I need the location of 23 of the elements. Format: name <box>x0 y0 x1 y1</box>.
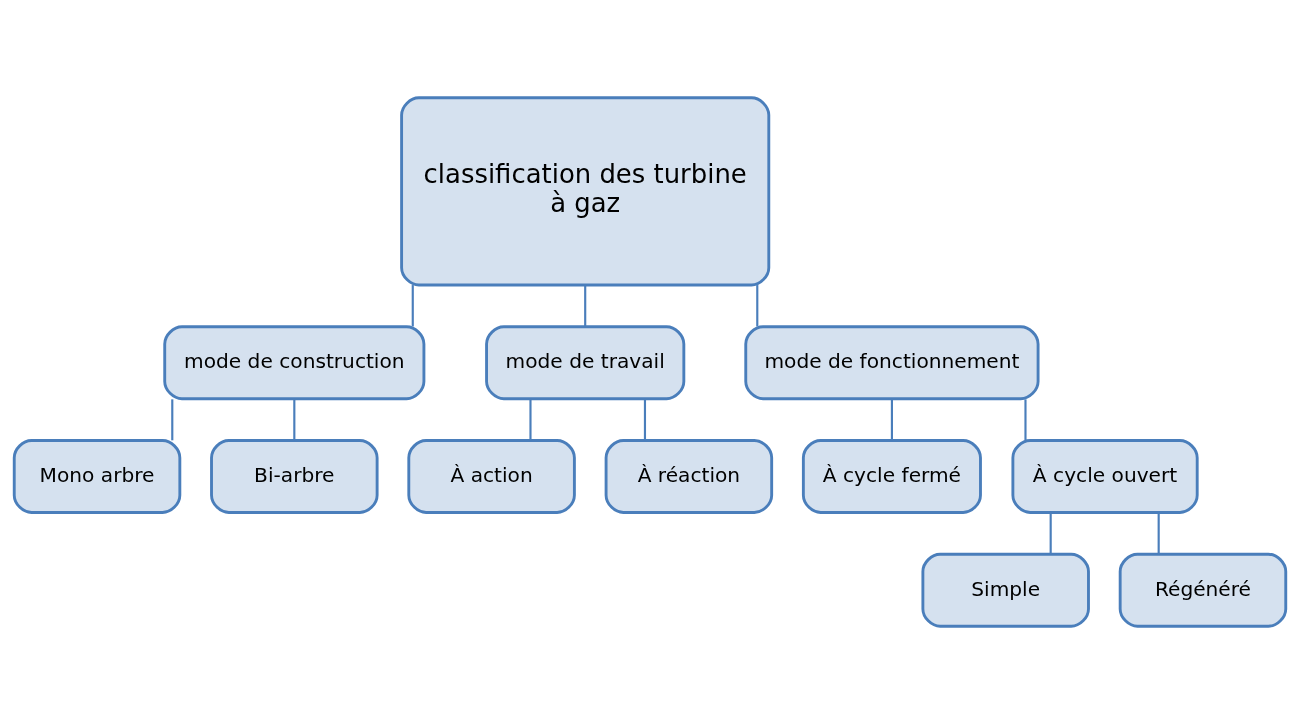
node-box: À action <box>407 439 576 514</box>
connector <box>411 285 414 327</box>
connector <box>1024 399 1027 441</box>
node-box: À cycle ouvert <box>1011 439 1199 514</box>
connector <box>643 399 647 441</box>
node-box: À réaction <box>604 439 774 514</box>
node-box: Bi-arbre <box>210 439 379 514</box>
node-box: mode de fonctionnement <box>744 325 1040 401</box>
node-box: Simple <box>921 552 1090 628</box>
connector <box>293 399 296 441</box>
connector <box>1157 513 1160 555</box>
node-box: mode de travail <box>485 325 686 401</box>
node-box: Mono arbre <box>12 439 182 514</box>
connector <box>171 399 174 441</box>
connector <box>529 399 532 441</box>
node-box: classification des turbine à gaz <box>400 96 771 287</box>
node-box: mode de construction <box>163 325 426 401</box>
connector <box>1049 513 1052 555</box>
node-box: À cycle fermé <box>801 439 982 514</box>
connector <box>756 285 759 327</box>
node-box: Régénéré <box>1118 552 1288 628</box>
connector <box>584 285 587 327</box>
connector <box>890 399 893 441</box>
